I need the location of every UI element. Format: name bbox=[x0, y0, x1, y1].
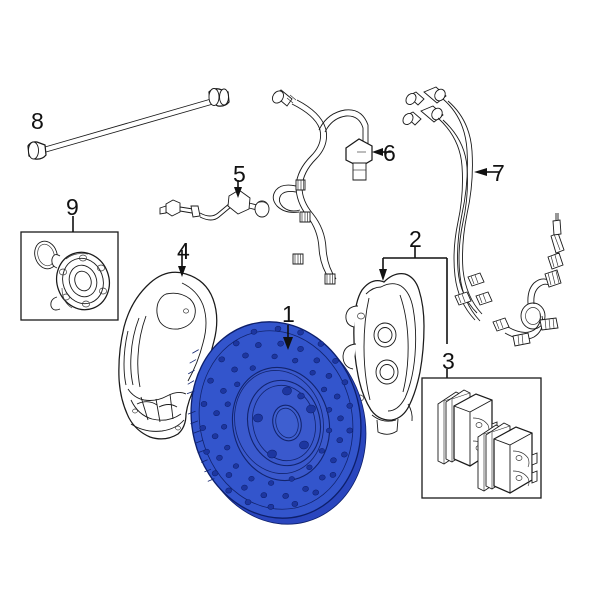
part-brake-pad-wear-sensor bbox=[159, 180, 270, 221]
part-brake-caliper bbox=[342, 247, 448, 435]
part-wheel-hub-bearing-assembly bbox=[20, 216, 119, 321]
callout-label-8: 8 bbox=[31, 108, 44, 134]
callout-label-2: 2 bbox=[409, 226, 422, 252]
part-abs-wheel-speed-sensor bbox=[272, 89, 391, 285]
callout-label-3: 3 bbox=[442, 348, 455, 374]
callout-label-4: 4 bbox=[177, 238, 190, 264]
callout-label-1: 1 bbox=[282, 301, 295, 327]
callout-label-9: 9 bbox=[66, 194, 79, 220]
part-brake-rotor-disc bbox=[186, 321, 367, 525]
callout-label-6: 6 bbox=[383, 140, 396, 166]
callout-label-5: 5 bbox=[233, 161, 246, 187]
part-brake-dust-shield bbox=[118, 250, 218, 440]
part-brake-line-tube bbox=[27, 88, 230, 160]
part-brake-pad-set bbox=[421, 377, 542, 499]
part-brake-hydraulic-hose bbox=[402, 86, 565, 347]
callout-label-7: 7 bbox=[492, 160, 505, 186]
